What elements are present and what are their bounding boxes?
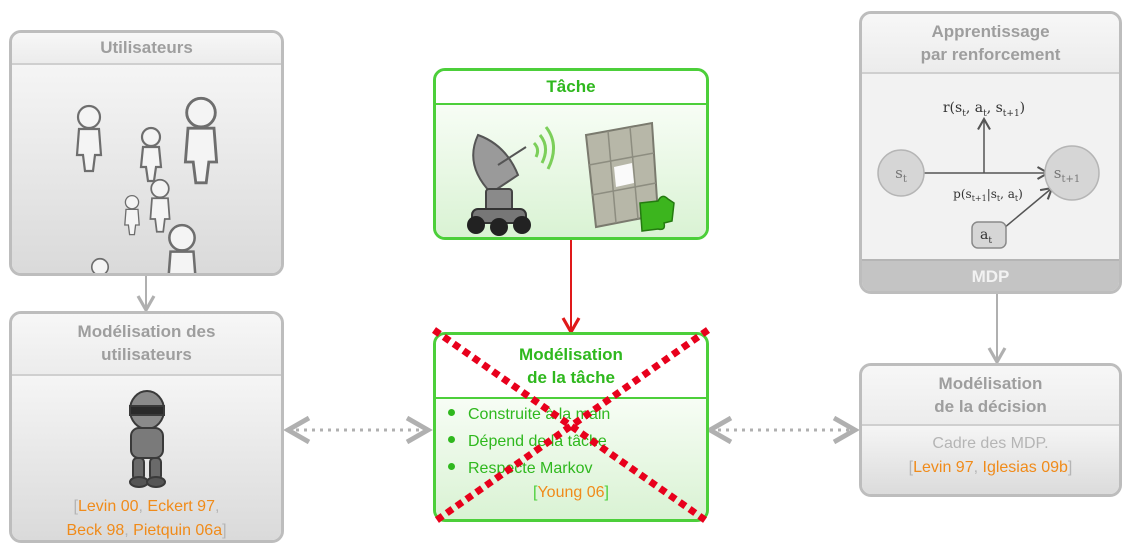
users-illustration: [12, 65, 281, 273]
decision-box: Modélisation de la décision Cadre des MD…: [859, 363, 1122, 497]
task-model-bullets: Construite à la main Dépend de la tâche …: [436, 399, 706, 482]
bracket-open: [: [73, 498, 78, 515]
task-model-title-line1: Modélisation: [519, 345, 623, 364]
ref-link[interactable]: Eckert 97: [147, 498, 215, 515]
bracket-close: ]: [604, 484, 609, 501]
list-item: Construite à la main: [436, 401, 706, 428]
bullet-text: Construite à la main: [468, 406, 611, 423]
state-label: st: [895, 164, 907, 185]
next-state-label: st+1: [1054, 164, 1080, 185]
decision-title: Modélisation de la décision: [862, 366, 1119, 426]
task-model-body: Construite à la main Dépend de la tâche …: [436, 399, 706, 519]
bracket-close: ]: [1067, 459, 1073, 476]
satellite-dish-icon: [467, 126, 555, 236]
rl-footer: MDP: [862, 259, 1119, 291]
list-item: Respecte Markov: [436, 455, 706, 482]
bullet-dot-icon: [448, 409, 455, 417]
bullet-text: Respecte Markov: [468, 460, 593, 477]
mdp-diagram: st st+1 at r(st, at, st+1) p(st+1|st, at…: [862, 74, 1119, 259]
rl-title-line1: Apprentissage: [931, 22, 1050, 41]
user-model-title: Modélisation des utilisateurs: [12, 314, 281, 376]
user-model-box: Modélisation des utilisateurs [Levin 00,…: [9, 311, 284, 543]
next-state-node: [1044, 145, 1100, 201]
list-item: Dépend de la tâche: [436, 428, 706, 455]
user-model-citations: [Levin 00, Eckert 97, Beck 98, Pietquin …: [12, 495, 281, 540]
rl-title-line2: par renforcement: [920, 45, 1061, 64]
transition-label: p(st+1|st, at): [953, 187, 1023, 203]
action-label: at: [980, 227, 992, 246]
decision-title-line2: de la décision: [934, 397, 1047, 416]
ref-link[interactable]: Pietquin 06a: [133, 522, 223, 539]
bullet-dot-icon: [448, 436, 455, 444]
user-model-body: [Levin 00, Eckert 97, Beck 98, Pietquin …: [12, 376, 281, 540]
task-title: Tâche: [436, 71, 706, 105]
ref-separator: ,: [214, 498, 220, 515]
decision-text: Cadre des MDP.: [932, 435, 1049, 452]
robot-user-icon: [129, 390, 166, 488]
reward-label: r(st, at, st+1): [943, 100, 1025, 119]
task-model-title-line2: de la tâche: [527, 368, 615, 387]
decision-citations: [Levin 97, Iglesias 09b]: [908, 459, 1073, 476]
bracket-close: ]: [222, 522, 227, 539]
user-model-title-line2: utilisateurs: [101, 345, 192, 364]
state-node: [877, 149, 925, 197]
ref-separator: ,: [138, 498, 148, 515]
users-title: Utilisateurs: [12, 33, 281, 65]
puzzle-icon: [584, 121, 675, 232]
ref-link[interactable]: Beck 98: [66, 522, 125, 539]
ref-link[interactable]: Levin 97: [913, 459, 974, 476]
decision-title-line1: Modélisation: [938, 374, 1043, 393]
ref-link[interactable]: Levin 00: [78, 498, 139, 515]
ref-link[interactable]: Young 06: [537, 484, 605, 501]
bullet-text: Dépend de la tâche: [468, 433, 607, 450]
task-model-title: Modélisation de la tâche: [436, 335, 706, 399]
decision-body: Cadre des MDP. [Levin 97, Iglesias 09b]: [862, 426, 1119, 494]
users-box: Utilisateurs: [9, 30, 284, 276]
bracket-open: [: [908, 459, 914, 476]
rl-box: Apprentissage par renforcement st st+1 a…: [859, 11, 1122, 294]
user-model-title-line1: Modélisation des: [77, 322, 216, 341]
user-figure-icon: [75, 96, 219, 273]
task-illustration: [436, 105, 706, 237]
ref-link[interactable]: Iglesias 09b: [982, 459, 1068, 476]
ref-separator: ,: [124, 522, 134, 539]
task-model-box: Modélisation de la tâche Construite à la…: [433, 332, 709, 522]
task-box: Tâche: [433, 68, 709, 240]
task-model-citation: [Young 06]: [436, 481, 706, 505]
rl-title: Apprentissage par renforcement: [862, 14, 1119, 74]
bullet-dot-icon: [448, 463, 455, 471]
action-node: [971, 221, 1007, 249]
